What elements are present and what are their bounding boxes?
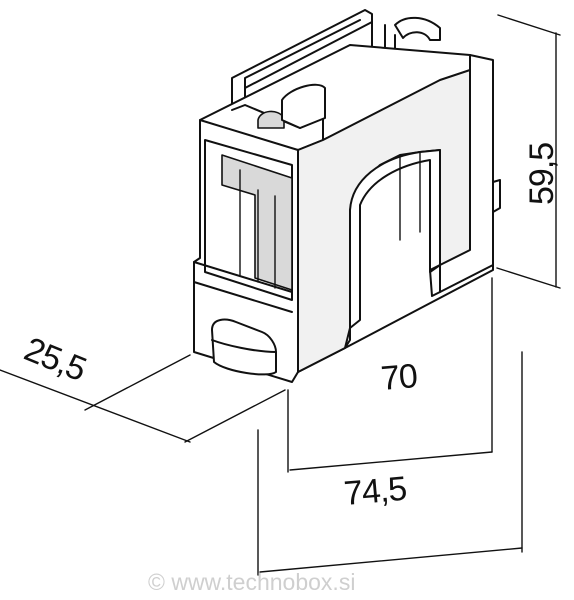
part-bottom-edge bbox=[344, 264, 494, 349]
watermark: © www.technobox.si bbox=[148, 569, 355, 595]
dimension-lines bbox=[0, 14, 561, 576]
part-clamp-screw bbox=[257, 110, 285, 129]
outer-width-label: 74,5 bbox=[342, 470, 407, 513]
part-foot-clip bbox=[211, 318, 277, 376]
part-front-step bbox=[193, 261, 293, 313]
depth-dim-line bbox=[0, 369, 191, 443]
part-top-rail-inner bbox=[244, 19, 361, 89]
part-clamp-tab bbox=[281, 83, 326, 129]
inner-width-label: 70 bbox=[379, 357, 418, 398]
height-ext-bottom bbox=[496, 267, 561, 289]
depth-ext-a bbox=[84, 354, 191, 411]
depth-ext-b bbox=[184, 389, 286, 443]
height-ext-top bbox=[497, 14, 561, 36]
inner-dim-line bbox=[289, 451, 493, 471]
outer-dim-line bbox=[259, 547, 523, 573]
terminal-block-part bbox=[193, 9, 501, 383]
part-front-ribs bbox=[239, 169, 276, 289]
depth-label: 25,5 bbox=[19, 330, 91, 389]
part-front-inset bbox=[204, 139, 293, 301]
part-top-hook bbox=[394, 16, 441, 41]
part-arch-detail bbox=[399, 151, 421, 241]
height-label: 59,5 bbox=[523, 143, 561, 205]
part-foot-clip-edge bbox=[211, 339, 277, 353]
